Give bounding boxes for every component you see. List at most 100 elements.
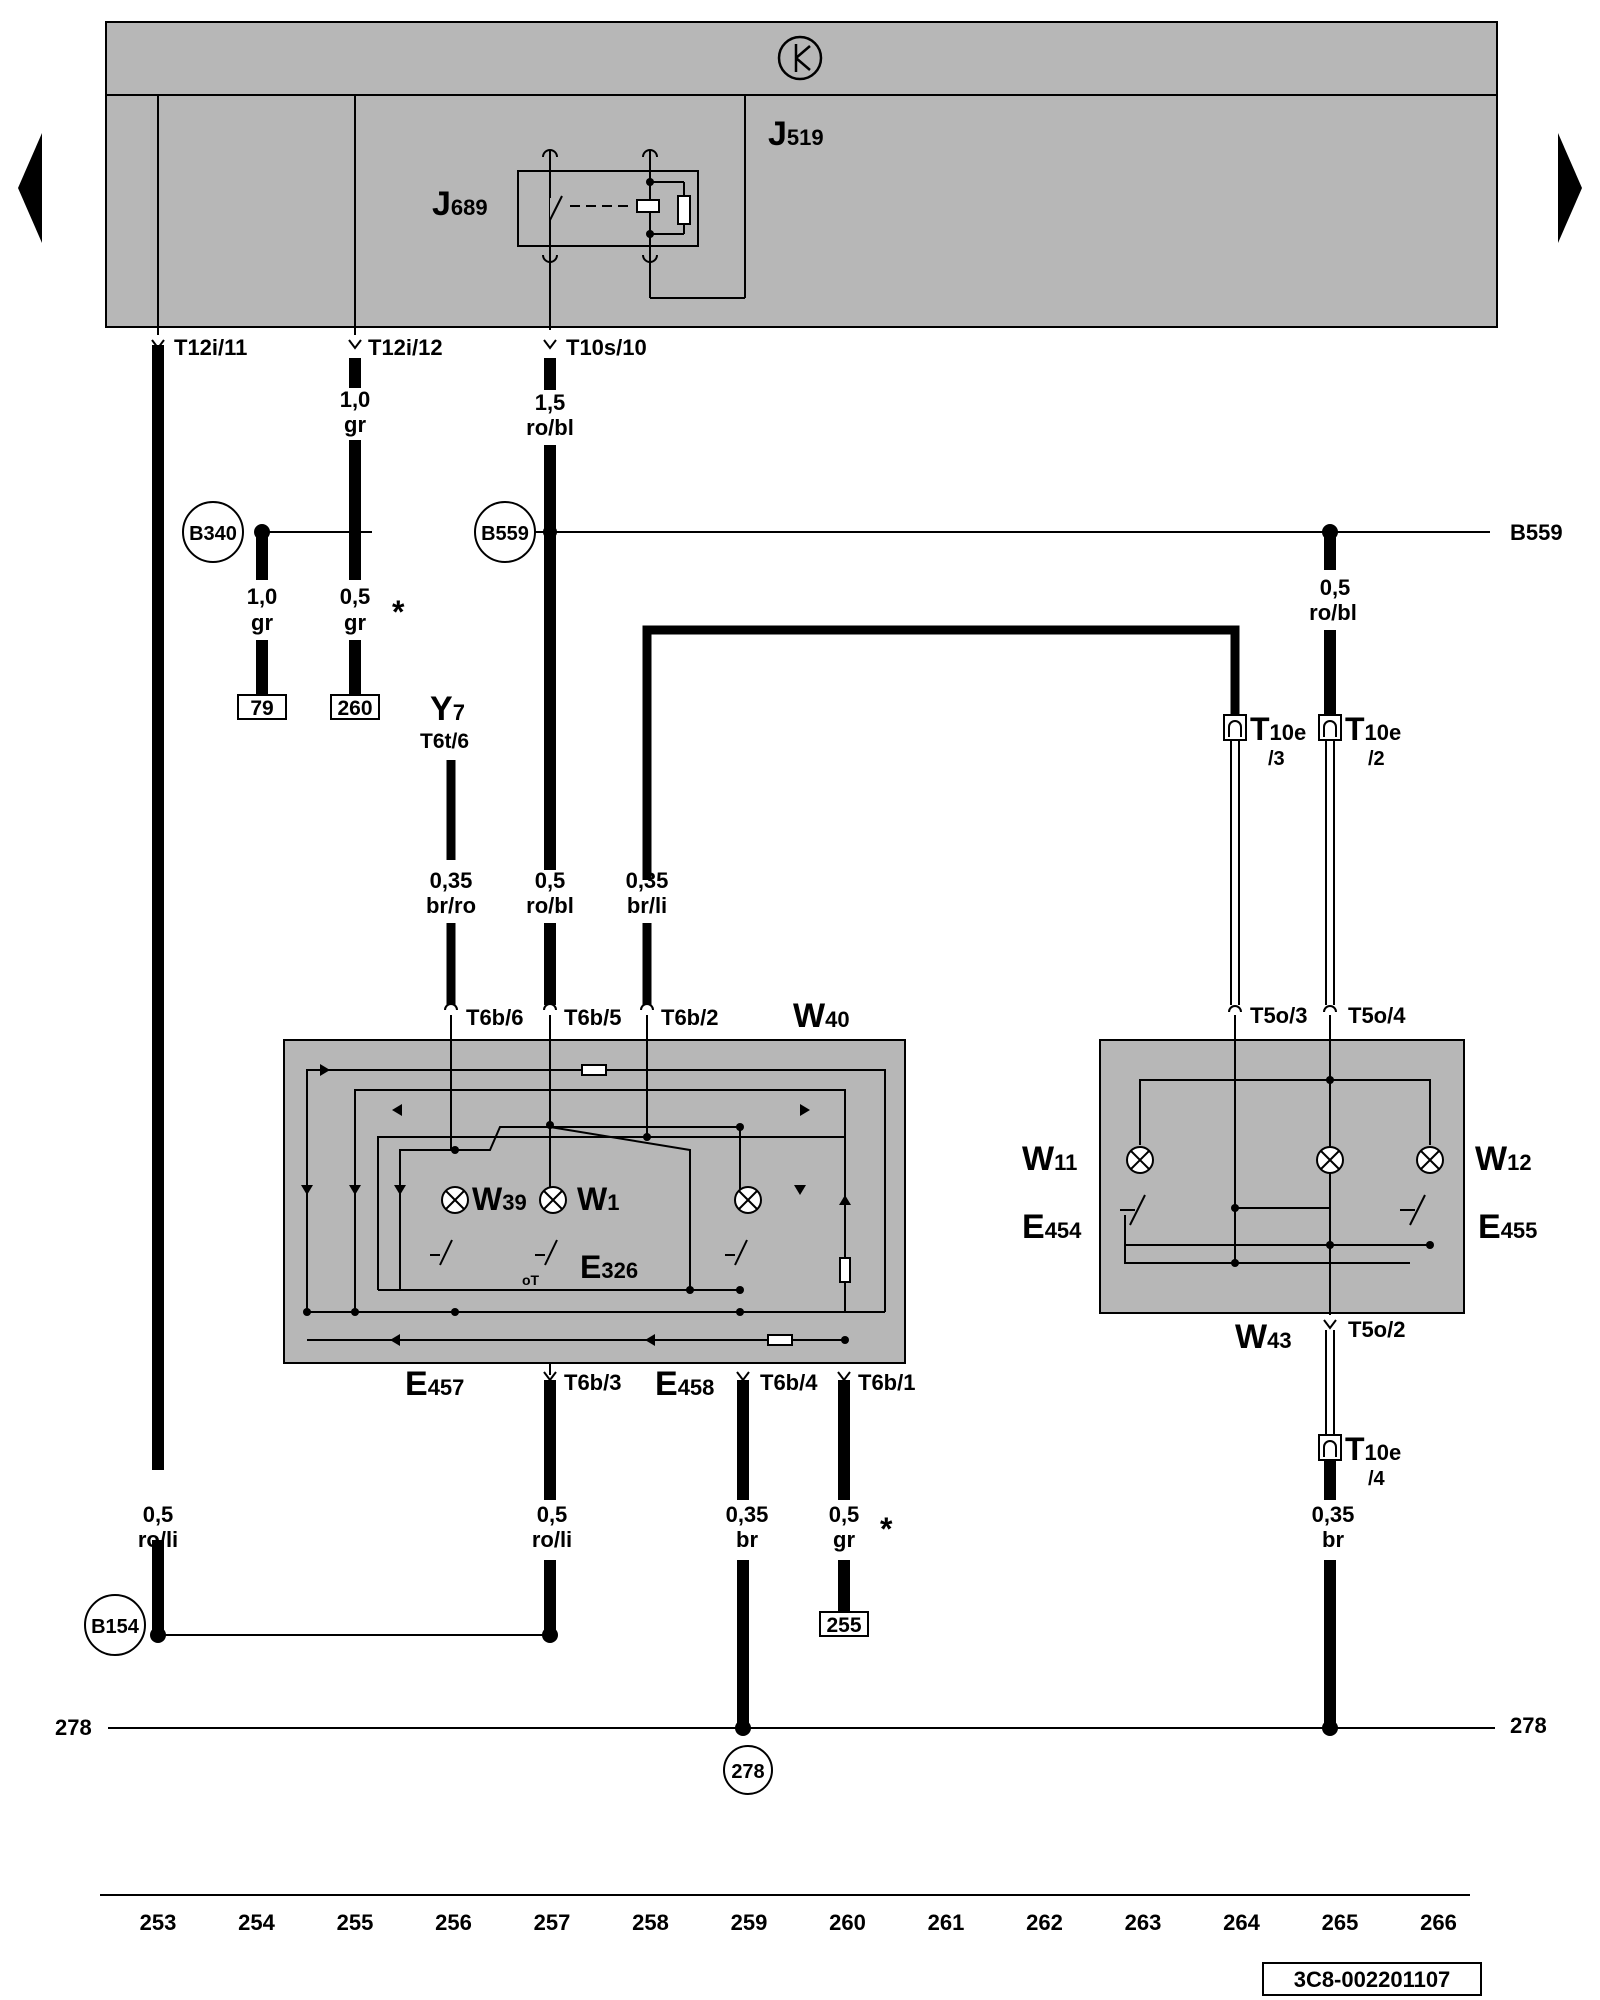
connector-t6b1: T6b/1 xyxy=(858,1370,915,1395)
wire-260-color: gr xyxy=(833,1527,855,1552)
switch-e326-icon xyxy=(535,1239,558,1266)
lamp-e458-icon xyxy=(734,1186,762,1214)
label-e454: E454 xyxy=(1022,1208,1082,1246)
diagram-id: 3C8-002201107 xyxy=(1294,1967,1451,1992)
wire-257-mid-color: ro/bl xyxy=(526,893,574,918)
connector-t6b3: T6b/3 xyxy=(564,1370,621,1395)
column-number: 265 xyxy=(1322,1910,1359,1935)
column-number: 261 xyxy=(928,1910,965,1935)
svg-text:B154: B154 xyxy=(91,1616,140,1638)
wire-265-top-size: 0,5 xyxy=(1320,575,1351,600)
connectors-j519: T12i/11 T12i/12 T10s/10 xyxy=(151,335,647,360)
svg-text:/4: /4 xyxy=(1368,1468,1386,1490)
lamp-w11-icon xyxy=(1126,1146,1154,1174)
svg-text:T10e: T10e xyxy=(1345,1431,1401,1467)
node-278 xyxy=(723,1745,773,1795)
svg-text:79: 79 xyxy=(250,697,273,720)
wire-265-top-color: ro/bl xyxy=(1309,600,1357,625)
connector-t5o4: T5o/4 xyxy=(1348,1003,1406,1028)
label-w43: W43 xyxy=(1235,1318,1292,1356)
connector-t5o2: T5o/2 xyxy=(1348,1317,1405,1342)
ignition-icon-glyph xyxy=(794,44,811,72)
footnote-star: * xyxy=(392,594,405,630)
label-e458: E458 xyxy=(655,1365,714,1403)
connector-t10s10: T10s/10 xyxy=(566,335,647,360)
previous-page-arrow-icon[interactable] xyxy=(18,133,42,243)
column-number: 262 xyxy=(1026,1910,1063,1935)
svg-text:/2: /2 xyxy=(1368,748,1385,770)
ignition-icon xyxy=(777,35,823,81)
node-b559-continuation: B559 xyxy=(1510,520,1563,545)
wire-260-size: 0,5 xyxy=(829,1502,860,1527)
wire-253-color: ro/li xyxy=(138,1527,178,1552)
connector-t6b5: T6b/5 xyxy=(564,1005,621,1030)
svg-text:/3: /3 xyxy=(1268,748,1285,770)
bus-label-left: 278 xyxy=(55,1715,92,1740)
connector-t6b2: T6b/2 xyxy=(661,1005,718,1030)
wire-254-size: 1,0 xyxy=(247,584,278,609)
wire-256-size: 0,35 xyxy=(430,868,473,893)
wire-255-top-color: gr xyxy=(344,412,366,437)
svg-text:B340: B340 xyxy=(189,523,237,545)
column-number: 258 xyxy=(632,1910,669,1935)
wire-257-top-size: 1,5 xyxy=(535,390,566,415)
label-w40: W40 xyxy=(793,997,850,1035)
svg-text:255: 255 xyxy=(826,1614,861,1637)
node-b340 xyxy=(182,501,244,563)
label-w12: W12 xyxy=(1475,1140,1532,1178)
column-number: 254 xyxy=(238,1910,275,1935)
svg-text:T10e: T10e xyxy=(1345,711,1401,747)
next-page-arrow-icon[interactable] xyxy=(1558,133,1582,243)
column-number: 253 xyxy=(140,1910,177,1935)
switch-e454-icon xyxy=(1120,1194,1146,1226)
column-number: 266 xyxy=(1420,1910,1457,1935)
wire-258-color: br/li xyxy=(627,893,667,918)
wire-258-size: 0,35 xyxy=(626,868,669,893)
control-unit-j519: J519 xyxy=(105,21,1498,328)
wire-254-color: gr xyxy=(251,610,273,635)
switch-e457-icon xyxy=(430,1239,453,1266)
lamp-w1-icon xyxy=(539,1186,567,1214)
wire-257-bot-size: 0,5 xyxy=(537,1502,568,1527)
wire-255-mid-color: gr xyxy=(344,610,366,635)
lamp-w12-icon xyxy=(1416,1146,1444,1174)
connector-t10e-3: T10e /3 xyxy=(1223,711,1306,1005)
svg-text:T10e: T10e xyxy=(1250,711,1306,747)
wire-253-size: 0,5 xyxy=(143,1502,174,1527)
label-y7: Y7 xyxy=(430,690,465,728)
wire-257-mid-size: 0,5 xyxy=(535,868,566,893)
ref-box-260[interactable] xyxy=(330,694,380,720)
ref-box-79[interactable] xyxy=(237,694,287,720)
label-w1: W1 xyxy=(577,1181,619,1217)
connector-t12i11: T12i/11 xyxy=(174,335,247,360)
label-j689: J689 xyxy=(432,185,488,223)
wire-257-bot-color: ro/li xyxy=(532,1527,572,1552)
column-number: 259 xyxy=(731,1910,768,1935)
label-j519: J519 xyxy=(768,115,824,153)
label-ot: oT xyxy=(522,1272,540,1288)
relay-j689: J689 xyxy=(432,95,746,330)
column-number: 257 xyxy=(534,1910,571,1935)
connector-t6b6: T6b/6 xyxy=(466,1005,523,1030)
diagram-id-box xyxy=(1262,1962,1482,1996)
connector-t6b4: T6b/4 xyxy=(760,1370,818,1395)
column-number: 256 xyxy=(435,1910,472,1935)
label-e457: E457 xyxy=(405,1365,464,1403)
connector-t10e-2: T10e /2 xyxy=(1318,711,1401,1005)
ref-box-255[interactable] xyxy=(819,1611,869,1637)
switch-module-w40: oT xyxy=(283,1015,906,1364)
wire-256-color: br/ro xyxy=(426,893,476,918)
wire-265-bot-color: br xyxy=(1322,1527,1344,1552)
wire-257-top-color: ro/bl xyxy=(526,415,574,440)
wire-255-top-size: 1,0 xyxy=(340,387,371,412)
column-number: 255 xyxy=(337,1910,374,1935)
bus-label-right: 278 xyxy=(1510,1713,1547,1738)
lamp-w39-icon xyxy=(441,1186,469,1214)
node-b154 xyxy=(84,1594,146,1656)
wire-259-size: 0,35 xyxy=(726,1502,769,1527)
connector-t12i12: T12i/12 xyxy=(368,335,443,360)
switch-e455-icon xyxy=(1400,1194,1426,1226)
